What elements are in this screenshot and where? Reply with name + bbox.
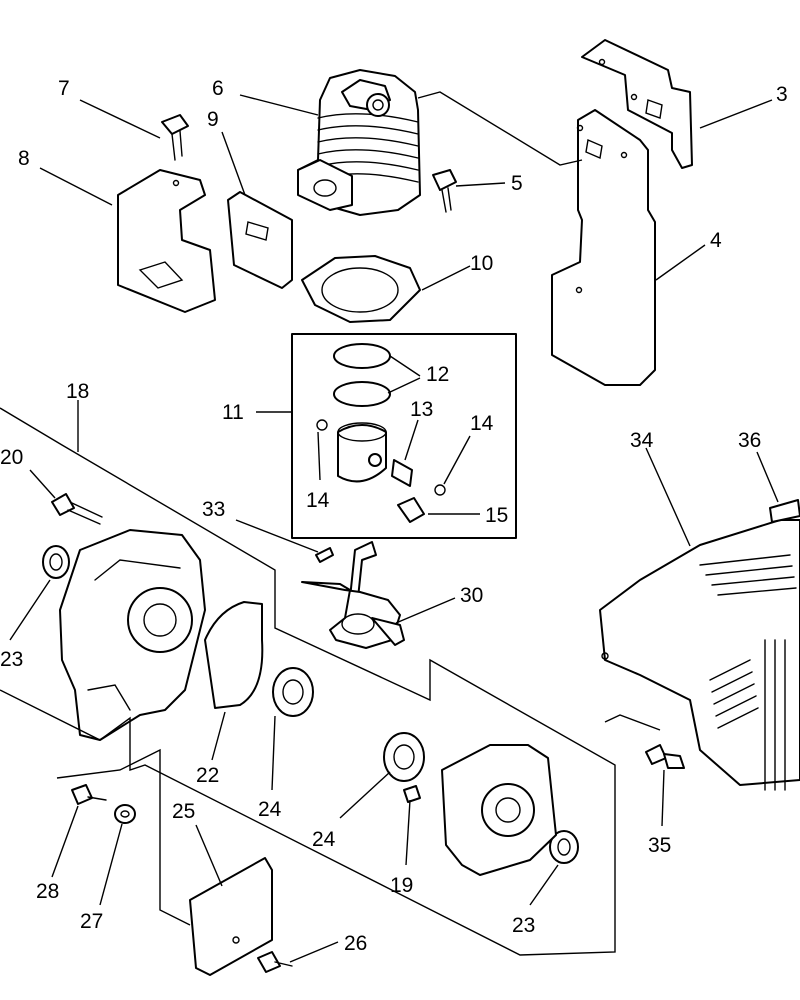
- callout-23-right: 23: [512, 914, 535, 937]
- callout-35: 35: [648, 834, 671, 857]
- part-cover-plate: [189, 857, 273, 976]
- callout-labels: 3 4 5 6 7 8 9 10 11 12 13 14 14 15 18 20…: [0, 77, 788, 955]
- part-bolt-7: [161, 114, 189, 161]
- callout-30: 30: [460, 584, 483, 607]
- assembly-lines: [0, 91, 661, 956]
- callout-36: 36: [738, 429, 761, 452]
- part-bolt-20: [51, 493, 103, 525]
- part-gasket-22: [204, 601, 264, 709]
- callout-27: 27: [80, 910, 103, 933]
- callout-6: 6: [212, 77, 224, 100]
- part-label: [769, 499, 800, 523]
- callout-18: 18: [66, 380, 89, 403]
- part-gasket-9: [227, 191, 293, 289]
- leader-lines: [9, 94, 779, 963]
- callout-5: 5: [511, 172, 523, 195]
- callout-20: 20: [0, 446, 23, 469]
- callout-10: 10: [470, 252, 493, 275]
- part-heat-shield-plate: [551, 109, 656, 386]
- part-gasket-10: [301, 255, 421, 323]
- part-heat-shield-bracket: [581, 39, 693, 169]
- callout-28: 28: [36, 880, 59, 903]
- callout-14-left: 14: [306, 489, 330, 512]
- part-bolt-5: [432, 169, 457, 213]
- part-crankcase-half: [441, 744, 557, 876]
- callout-24-lower: 24: [312, 828, 336, 851]
- part-bearing-upper: [272, 667, 314, 717]
- callout-14-right: 14: [470, 412, 494, 435]
- callout-15: 15: [485, 504, 508, 527]
- callout-13: 13: [410, 398, 433, 421]
- part-seal-right: [549, 830, 579, 864]
- part-fan-cover: [599, 519, 800, 791]
- part-bolt-26: [257, 951, 293, 973]
- part-seal-left: [42, 545, 70, 579]
- callout-7: 7: [58, 77, 70, 100]
- part-grommet: [114, 804, 136, 824]
- callout-8: 8: [18, 147, 30, 170]
- part-bolt-28: [71, 784, 107, 805]
- part-crankcase: [59, 529, 206, 741]
- callout-22: 22: [196, 764, 219, 787]
- part-muffler-cover: [117, 169, 216, 313]
- callout-26: 26: [344, 932, 367, 955]
- callout-19: 19: [390, 874, 413, 897]
- piston-kit-box: [291, 333, 517, 539]
- callout-34: 34: [630, 429, 654, 452]
- part-bearing-lower: [383, 732, 425, 782]
- callout-12: 12: [426, 363, 449, 386]
- callout-33: 33: [202, 498, 225, 521]
- callout-24-upper: 24: [258, 798, 282, 821]
- callout-23-left: 23: [0, 648, 23, 671]
- callout-9: 9: [207, 108, 219, 131]
- part-cylinder: [297, 69, 421, 216]
- part-dowel-pin: [403, 785, 421, 803]
- part-crankshaft: [301, 541, 405, 649]
- callout-3: 3: [776, 83, 788, 106]
- part-bolt-35: [645, 744, 685, 769]
- callout-4: 4: [710, 229, 722, 252]
- part-key: [315, 547, 334, 563]
- callout-25: 25: [172, 800, 195, 823]
- callout-11: 11: [222, 401, 244, 424]
